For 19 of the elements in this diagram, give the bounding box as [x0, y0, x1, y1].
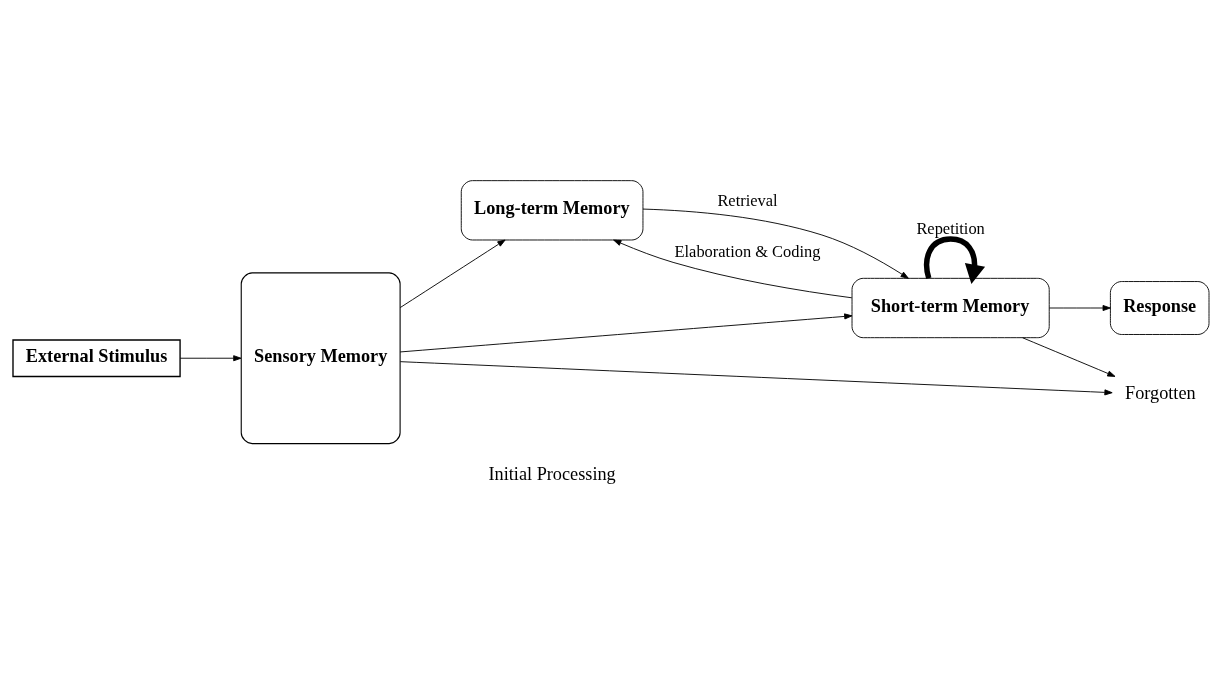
node-box: Long-term Memory	[460, 179, 644, 240]
arrow	[923, 235, 986, 284]
edge-label: Retrieval	[717, 190, 778, 210]
arrow	[1048, 304, 1111, 311]
node-text: Forgotten	[1125, 382, 1196, 403]
arrow	[399, 360, 1113, 395]
edge-label: Repetition	[916, 218, 985, 238]
node-box: External Stimulus	[12, 338, 181, 377]
node-box: Short-term Memory	[851, 277, 1050, 338]
node-box: Response	[1109, 280, 1210, 335]
node-box: Sensory Memory	[240, 271, 401, 444]
arrow	[399, 239, 506, 308]
arrow	[613, 239, 853, 298]
arrow	[179, 354, 242, 361]
arrow	[642, 208, 909, 279]
arrow	[1022, 336, 1116, 377]
arrow	[399, 312, 853, 352]
edge-label: Elaboration & Coding	[674, 241, 821, 261]
label: Initial Processing	[488, 463, 616, 484]
